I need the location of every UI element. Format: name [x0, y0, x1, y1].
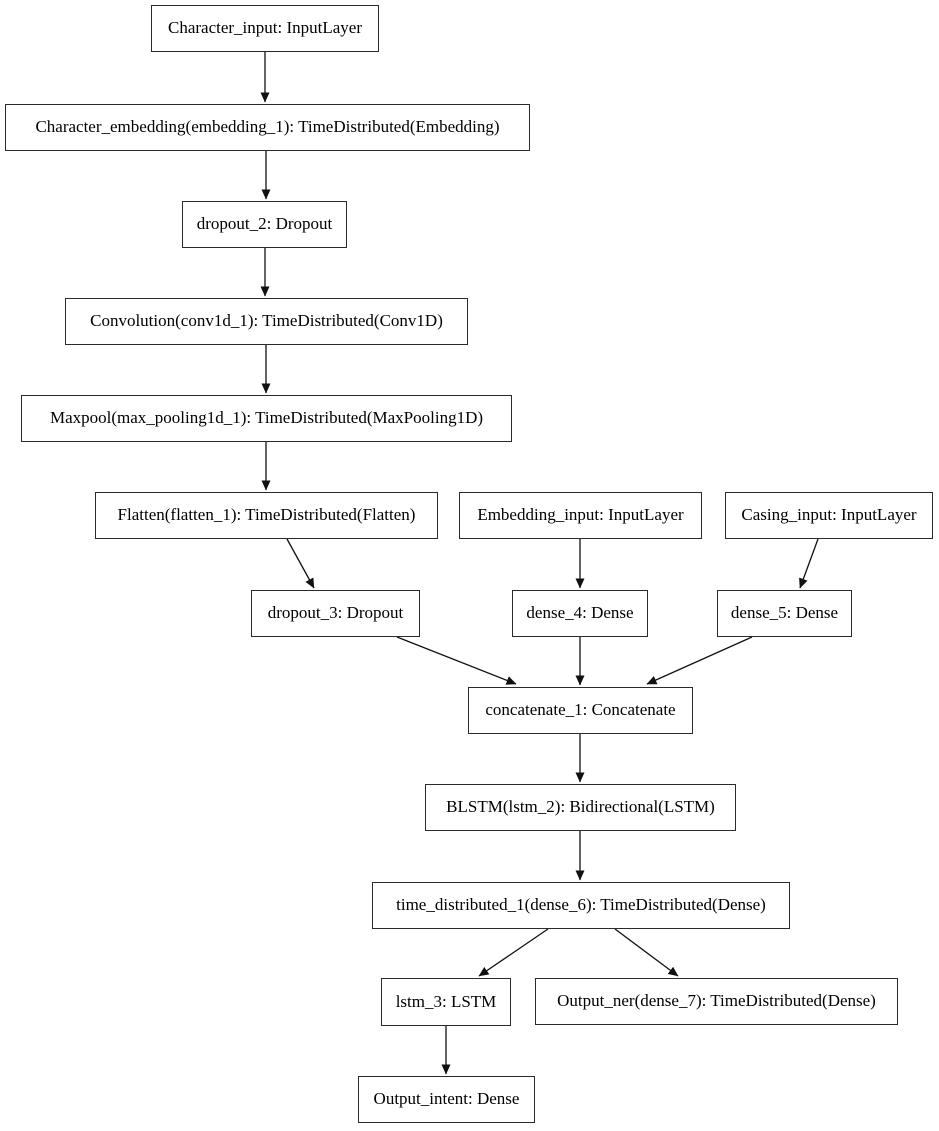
node-character-input-label: Character_input: InputLayer [167, 18, 362, 38]
node-output-ner-label: Output_ner(dense_7): TimeDistributed(Den… [557, 991, 876, 1011]
node-dropout-3-label: dropout_3: Dropout [267, 603, 404, 623]
edge-casing-input-to-dense-5 [799, 538, 819, 589]
node-character-input: Character_input: InputLayer [151, 5, 379, 52]
node-time-distributed-1: time_distributed_1(dense_6): TimeDistrib… [372, 882, 790, 929]
node-lstm-3-label: lstm_3: LSTM [395, 991, 497, 1011]
node-output-intent: Output_intent: Dense [358, 1076, 535, 1123]
node-lstm-3: lstm_3: LSTM [381, 978, 511, 1026]
node-convolution-label: Convolution(conv1d_1): TimeDistributed(C… [90, 311, 443, 331]
node-dense-5-label: dense_5: Dense [730, 603, 839, 623]
edge-time-distributed-1-to-lstm-3 [478, 928, 549, 977]
node-dense-5: dense_5: Dense [717, 590, 852, 637]
node-flatten: Flatten(flatten_1): TimeDistributed(Flat… [95, 492, 438, 539]
node-blstm-label: BLSTM(lstm_2): Bidirectional(LSTM) [446, 797, 715, 817]
node-output-intent-label: Output_intent: Dense [373, 1089, 520, 1109]
node-dropout-2-label: dropout_2: Dropout [196, 214, 333, 234]
node-dropout-2: dropout_2: Dropout [182, 201, 347, 248]
edge-dropout-3-to-concatenate-1 [396, 636, 517, 685]
edge-time-distributed-1-to-output-ner [614, 928, 679, 977]
node-dense-4: dense_4: Dense [512, 590, 648, 637]
node-blstm: BLSTM(lstm_2): Bidirectional(LSTM) [425, 784, 736, 831]
node-concatenate-1-label: concatenate_1: Concatenate [485, 700, 676, 720]
node-embedding-input: Embedding_input: InputLayer [459, 492, 702, 539]
node-time-distributed-1-label: time_distributed_1(dense_6): TimeDistrib… [396, 895, 766, 915]
node-character-embedding: Character_embedding(embedding_1): TimeDi… [5, 104, 530, 151]
node-character-embedding-label: Character_embedding(embedding_1): TimeDi… [35, 117, 500, 137]
node-concatenate-1: concatenate_1: Concatenate [468, 687, 693, 734]
node-maxpool: Maxpool(max_pooling1d_1): TimeDistribute… [21, 395, 512, 442]
node-convolution: Convolution(conv1d_1): TimeDistributed(C… [65, 298, 468, 345]
node-maxpool-label: Maxpool(max_pooling1d_1): TimeDistribute… [49, 408, 484, 428]
node-dropout-3: dropout_3: Dropout [251, 590, 420, 637]
node-casing-input-label: Casing_input: InputLayer [741, 505, 917, 525]
edge-flatten-to-dropout-3 [286, 538, 315, 589]
node-casing-input: Casing_input: InputLayer [725, 492, 933, 539]
edge-dense-5-to-concatenate-1 [646, 636, 753, 685]
node-output-ner: Output_ner(dense_7): TimeDistributed(Den… [535, 978, 898, 1025]
node-embedding-input-label: Embedding_input: InputLayer [477, 505, 684, 525]
node-flatten-label: Flatten(flatten_1): TimeDistributed(Flat… [117, 505, 416, 525]
node-dense-4-label: dense_4: Dense [526, 603, 634, 623]
